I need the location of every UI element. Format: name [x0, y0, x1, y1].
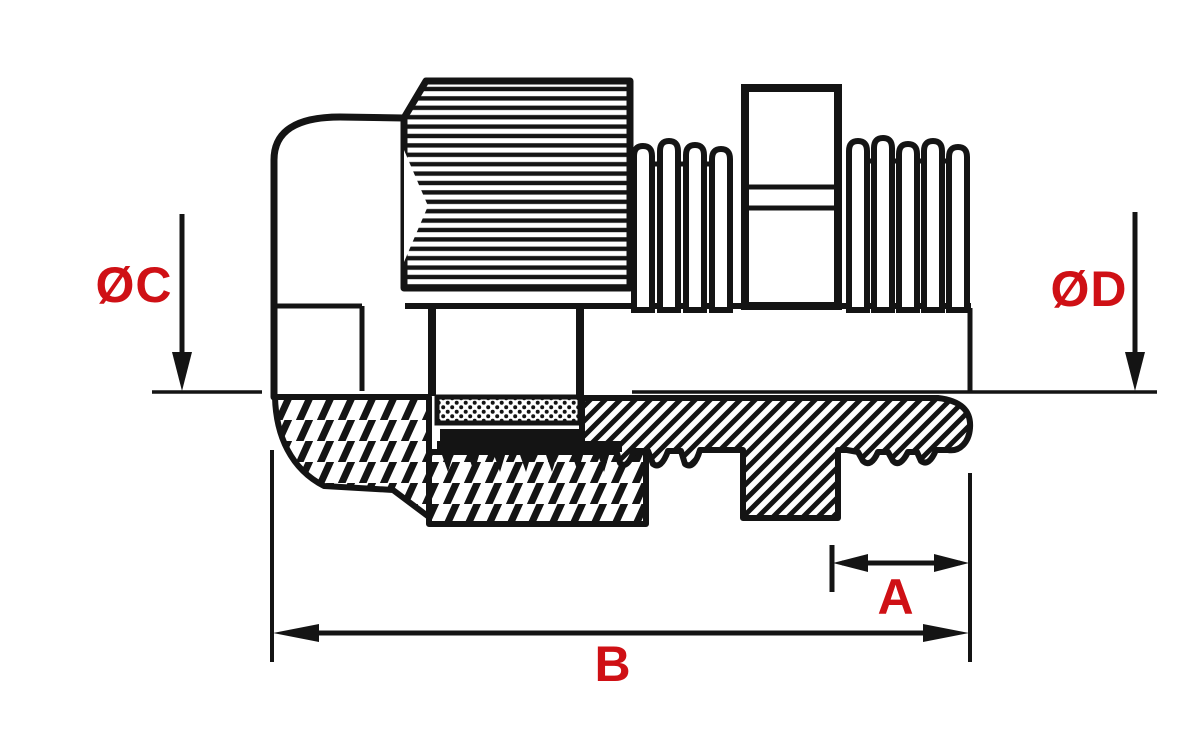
- label-diameter-c: ØC: [95, 257, 173, 313]
- external-upper-half: [270, 77, 973, 401]
- dome-step-line: [277, 303, 365, 391]
- male-thread: [846, 134, 970, 313]
- body-section-hatch: [579, 395, 974, 521]
- cap-nut-section-hatch: [426, 449, 649, 527]
- label-length-b: B: [594, 636, 632, 692]
- seal-cross-section: [434, 394, 583, 426]
- cap-dome-section-hatch: [272, 394, 432, 520]
- arrowhead-down-c: [172, 352, 192, 391]
- knurled-nut: [400, 77, 634, 292]
- arrowhead-left-a: [833, 554, 868, 572]
- dimension-length-a: [829, 473, 972, 662]
- arrowhead-right-a: [934, 554, 969, 572]
- label-length-a: A: [877, 569, 915, 625]
- arrowhead-left-b: [273, 624, 319, 642]
- label-diameter-d: ØD: [1050, 261, 1128, 317]
- hex-body: [741, 84, 842, 310]
- seal-pocket-walls: [428, 308, 584, 397]
- clamp-fingers: [437, 441, 622, 472]
- knurl-highlight-notch: [404, 150, 428, 262]
- arrowhead-down-d: [1125, 352, 1145, 391]
- dimension-diameter-c: [172, 214, 192, 391]
- arrowhead-right-b: [923, 624, 969, 642]
- body-threads-middle: [631, 137, 733, 313]
- dome-cap: [270, 113, 408, 401]
- section-lower-half: [272, 394, 974, 527]
- dimension-length-b: [270, 450, 969, 662]
- hex-chamfer-lines: [748, 184, 835, 211]
- clamp-washer-section: [440, 429, 585, 441]
- dimension-diameter-d: [1125, 212, 1145, 391]
